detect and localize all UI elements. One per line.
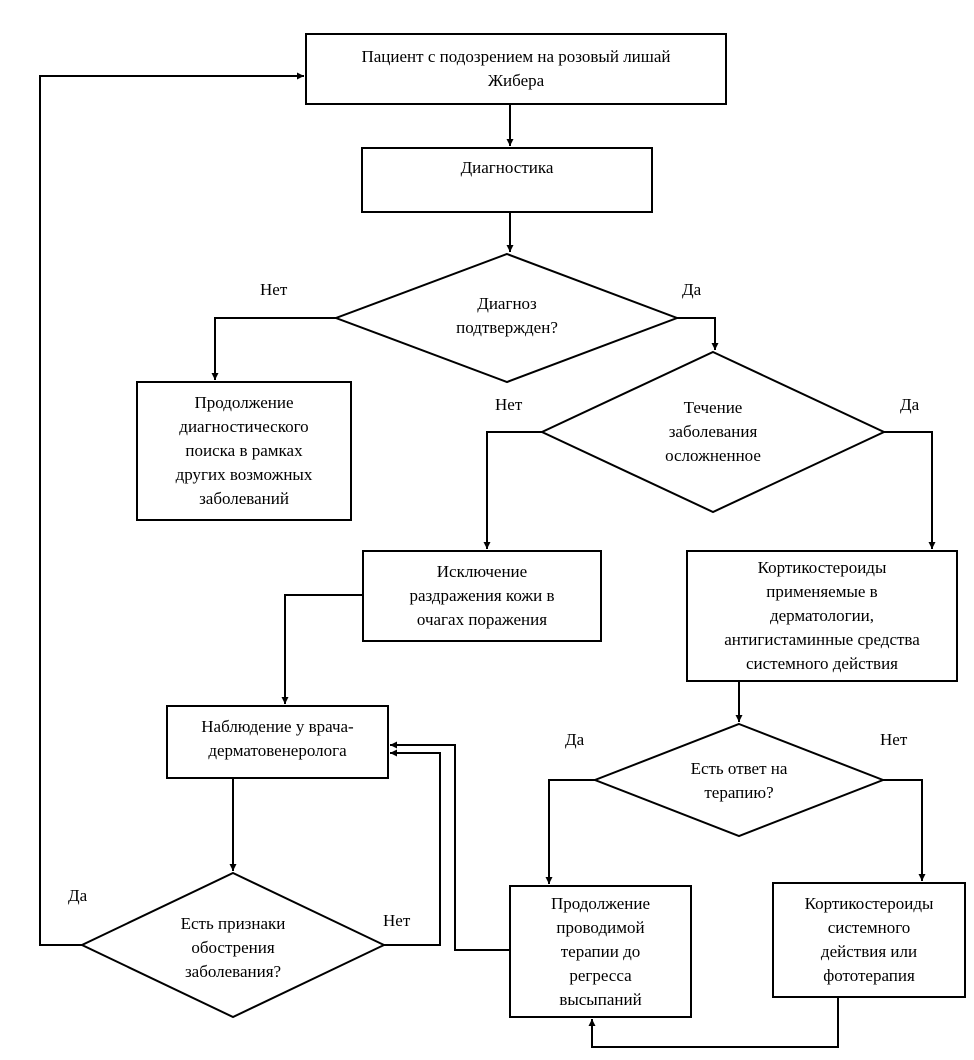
edge-response-no <box>883 779 926 881</box>
corticosteroids-antihistamines-label: Кортикостероиды применяемые в дерматолог… <box>724 558 920 673</box>
response-yes-label: Да <box>565 730 585 749</box>
exacerbation-signs-diamond <box>79 871 387 1019</box>
continue-therapy-label: Продолжение проводимой терапии до регрес… <box>550 893 650 1009</box>
diagnostics-label: Диагностика <box>460 158 554 177</box>
therapy-response-label: Есть ответ на терапию? <box>690 759 788 802</box>
corticosteroids-antihistamines-text: Кортикостероиды применяемые в дерматолог… <box>687 551 957 681</box>
start-label: Пациент с подозрением на розовый лишай Ж… <box>361 47 671 90</box>
edge-exacerbation-no <box>384 749 441 946</box>
start-box <box>305 33 727 105</box>
diagnosis-confirmed-label: Диагноз подтвержден? <box>456 294 558 337</box>
observation-text: Наблюдение у врача- дерматовенеролога <box>167 706 388 772</box>
continue-search-label: Продолжение диагностического поиска в ра… <box>175 393 313 508</box>
corticosteroids-antihistamines-box <box>686 550 958 682</box>
edge-continue-therapy-to-observation <box>390 741 510 951</box>
exclude-irritation-label: Исключение раздражения кожи в очагах пор… <box>409 562 555 629</box>
exclude-irritation-text: Исключение раздражения кожи в очагах пор… <box>363 551 601 641</box>
observation-box <box>166 705 389 779</box>
continue-therapy-text: Продолжение проводимой терапии до регрес… <box>510 886 691 1017</box>
edge-systemic-to-continue-therapy <box>588 997 839 1048</box>
exclude-irritation-box <box>362 550 602 642</box>
therapy-response-text: Есть ответ на терапию? <box>659 755 819 807</box>
edge-response-yes <box>545 779 595 884</box>
continue-search-box <box>136 381 352 521</box>
edge-exclude-to-observation <box>281 594 363 704</box>
start-text: Пациент с подозрением на розовый лишай Ж… <box>306 34 726 104</box>
diagnosis-confirmed-diamond <box>333 252 680 384</box>
course-yes-label: Да <box>900 395 920 414</box>
systemic-or-phototherapy-text: Кортикостероиды системного действия или … <box>773 883 965 997</box>
exacerbation-no-label: Нет <box>383 911 411 930</box>
continue-search-text: Продолжение диагностического поиска в ра… <box>137 382 351 520</box>
continue-therapy-box <box>509 885 692 1018</box>
response-no-label: Нет <box>880 730 908 749</box>
diagnostics-text: Диагностика <box>362 148 652 188</box>
edge-course-no <box>483 431 542 549</box>
diagnosis-no-label: Нет <box>260 280 288 299</box>
diagnosis-confirmed-text: Диагноз подтвержден? <box>416 284 598 348</box>
diagnosis-yes-label: Да <box>682 280 702 299</box>
course-complicated-diamond <box>539 350 887 514</box>
edge-diagnosis-no <box>211 317 336 380</box>
therapy-response-diamond <box>592 722 886 838</box>
exacerbation-yes-label: Да <box>68 886 88 905</box>
course-no-label: Нет <box>495 395 523 414</box>
course-complicated-text: Течение заболевания осложненное <box>622 392 804 472</box>
course-complicated-label: Течение заболевания осложненное <box>665 398 761 465</box>
diagnostics-box <box>361 147 653 213</box>
edge-course-yes <box>884 431 936 549</box>
systemic-or-phototherapy-label: Кортикостероиды системного действия или … <box>804 894 934 985</box>
edge-diagnosis-yes <box>677 317 719 350</box>
observation-label: Наблюдение у врача- дерматовенеролога <box>201 717 354 760</box>
edge-exacerbation-yes <box>39 72 304 946</box>
systemic-or-phototherapy-box <box>772 882 966 998</box>
exacerbation-signs-text: Есть признаки обострения заболевания? <box>153 910 313 986</box>
exacerbation-signs-label: Есть признаки обострения заболевания? <box>180 914 286 981</box>
